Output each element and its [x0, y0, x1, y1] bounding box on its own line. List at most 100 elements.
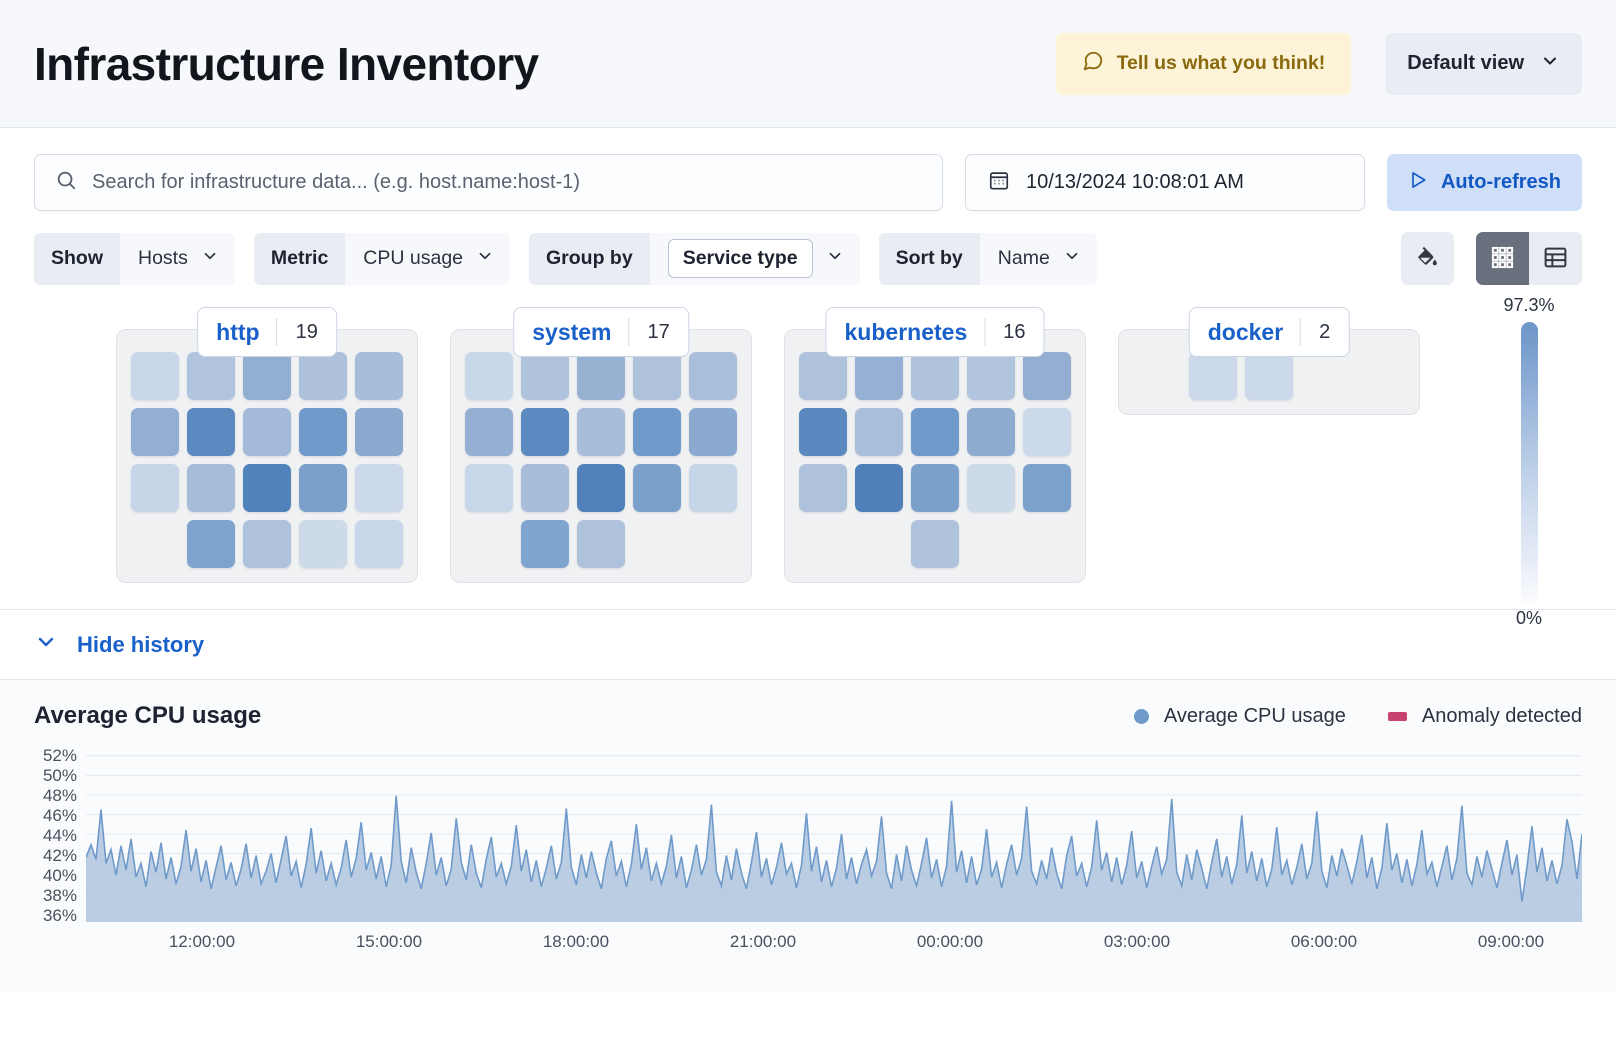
group-count: 17 [628, 318, 688, 346]
group-name: kubernetes [844, 318, 968, 345]
x-tick-label: 12:00:00 [168, 932, 236, 951]
host-tile[interactable] [911, 520, 959, 568]
feedback-button[interactable]: Tell us what you think! [1055, 32, 1352, 95]
host-tile[interactable] [243, 408, 291, 456]
host-tile[interactable] [1245, 352, 1293, 400]
y-tick-label: 42% [42, 846, 77, 865]
auto-refresh-button[interactable]: Auto-refresh [1387, 154, 1582, 211]
host-tile[interactable] [1023, 464, 1071, 512]
host-tile-grid [465, 352, 737, 568]
host-tile[interactable] [355, 352, 403, 400]
host-tile[interactable] [131, 408, 179, 456]
host-tile[interactable] [243, 464, 291, 512]
host-tile[interactable] [521, 408, 569, 456]
y-tick-label: 40% [42, 866, 77, 885]
host-tile[interactable] [299, 464, 347, 512]
host-tile-placeholder [1023, 520, 1071, 568]
host-tile[interactable] [355, 520, 403, 568]
host-tile[interactable] [131, 352, 179, 400]
host-tile[interactable] [521, 464, 569, 512]
host-tile[interactable] [633, 464, 681, 512]
default-view-label: Default view [1407, 52, 1524, 74]
controls-area: Search for infrastructure data... (e.g. … [0, 128, 1616, 285]
grid-view-button[interactable] [1476, 232, 1529, 285]
host-tile[interactable] [187, 520, 235, 568]
host-tile[interactable] [967, 464, 1015, 512]
host-tile[interactable] [855, 352, 903, 400]
host-tile[interactable] [799, 464, 847, 512]
host-tile[interactable] [243, 352, 291, 400]
host-tile[interactable] [187, 464, 235, 512]
filter-metric-select[interactable]: CPU usage [345, 232, 511, 285]
host-tile[interactable] [689, 464, 737, 512]
host-tile[interactable] [187, 352, 235, 400]
default-view-button[interactable]: Default view [1385, 32, 1582, 95]
host-tile[interactable] [355, 464, 403, 512]
legend-item-anomaly-detected[interactable]: Anomaly detected [1387, 705, 1582, 728]
search-input[interactable]: Search for infrastructure data... (e.g. … [34, 154, 943, 211]
chevron-down-icon [1063, 247, 1081, 271]
host-tile[interactable] [521, 352, 569, 400]
host-tile[interactable] [633, 408, 681, 456]
legend-item-average-cpu-usage[interactable]: Average CPU usage [1133, 705, 1346, 728]
host-tile[interactable] [299, 352, 347, 400]
host-tile[interactable] [855, 408, 903, 456]
group-card [116, 329, 418, 583]
host-tile[interactable] [911, 464, 959, 512]
filter-groupby-select[interactable]: Service type [649, 232, 860, 285]
host-tile[interactable] [1023, 352, 1071, 400]
host-tile[interactable] [1023, 408, 1071, 456]
table-view-button[interactable] [1529, 232, 1582, 285]
host-tile[interactable] [465, 464, 513, 512]
filter-sortby: Sort by Name [878, 232, 1097, 285]
host-tile-grid [131, 352, 403, 568]
host-tile[interactable] [633, 352, 681, 400]
host-tile[interactable] [243, 520, 291, 568]
x-tick-label: 21:00:00 [729, 932, 797, 951]
host-tile[interactable] [577, 352, 625, 400]
chart-area-fill [86, 795, 1582, 922]
host-tile[interactable] [689, 408, 737, 456]
host-tile[interactable] [911, 352, 959, 400]
filter-sortby-value: Name [997, 247, 1050, 269]
filter-show-value: Hosts [138, 247, 188, 269]
chart-header: Average CPU usage Average CPU usage Anom… [34, 702, 1582, 730]
filter-groupby: Group by Service type [529, 232, 860, 285]
host-tile[interactable] [577, 464, 625, 512]
group-badge-kubernetes[interactable]: kubernetes 16 [825, 307, 1045, 357]
host-tile[interactable] [689, 352, 737, 400]
host-tile[interactable] [799, 352, 847, 400]
host-tile[interactable] [299, 520, 347, 568]
hide-history-button[interactable]: Hide history [34, 630, 204, 660]
host-tile[interactable] [355, 408, 403, 456]
host-tile[interactable] [299, 408, 347, 456]
host-tile[interactable] [967, 408, 1015, 456]
host-tile[interactable] [855, 464, 903, 512]
host-tile[interactable] [521, 520, 569, 568]
host-tile[interactable] [799, 408, 847, 456]
host-tile[interactable] [577, 520, 625, 568]
y-tick-label: 46% [42, 806, 77, 825]
host-tile[interactable] [465, 352, 513, 400]
chevron-down-icon [826, 247, 844, 271]
host-tile[interactable] [577, 408, 625, 456]
host-tile[interactable] [911, 408, 959, 456]
host-tile[interactable] [967, 352, 1015, 400]
filter-sortby-label: Sort by [878, 232, 980, 285]
color-fill-icon-button[interactable] [1401, 232, 1454, 285]
date-picker[interactable]: 10/13/2024 10:08:01 AM [965, 154, 1365, 211]
y-tick-label: 36% [42, 906, 77, 925]
group-count: 16 [984, 318, 1043, 346]
host-tile[interactable] [187, 408, 235, 456]
host-tile[interactable] [1189, 352, 1237, 400]
filter-show-select[interactable]: Hosts [120, 232, 235, 285]
y-tick-label: 38% [42, 886, 77, 905]
host-tile[interactable] [131, 464, 179, 512]
filter-sortby-select[interactable]: Name [979, 232, 1097, 285]
host-tile[interactable] [465, 408, 513, 456]
